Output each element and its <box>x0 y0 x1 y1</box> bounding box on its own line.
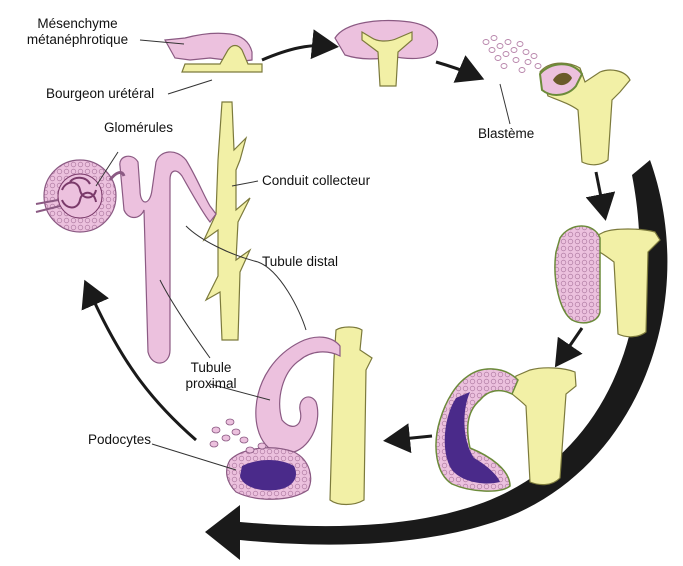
stage-1-mesenchyme-bud <box>165 33 262 72</box>
big-cycle-arrow <box>205 160 667 560</box>
label-blasteme: Blastème <box>478 126 534 142</box>
stage-4-comma <box>555 226 660 337</box>
label-conduit: Conduit collecteur <box>262 173 370 189</box>
label-tubule-proximal-line1: Tubule <box>176 360 246 376</box>
label-mesenchyme-line1: Mésenchyme <box>10 16 145 32</box>
label-mesenchyme-line2: métanéphrotique <box>10 32 145 48</box>
label-tubule-distal: Tubule distal <box>262 254 338 270</box>
label-tubule-proximal: Tubule proximal <box>176 360 246 392</box>
label-bourgeon: Bourgeon urétéral <box>46 86 154 102</box>
label-glomerules: Glomérules <box>104 120 173 136</box>
label-podocytes: Podocytes <box>88 432 151 448</box>
stage-5-s-shape <box>436 368 576 491</box>
stage-6-nephron <box>210 327 372 505</box>
label-tubule-proximal-line2: proximal <box>176 376 246 392</box>
stage-2-cap <box>335 21 438 86</box>
blasteme-cells <box>483 36 541 73</box>
label-mesenchyme: Mésenchyme métanéphrotique <box>10 16 145 48</box>
mature-nephron <box>36 102 250 363</box>
stage-3-vesicle <box>540 63 630 165</box>
